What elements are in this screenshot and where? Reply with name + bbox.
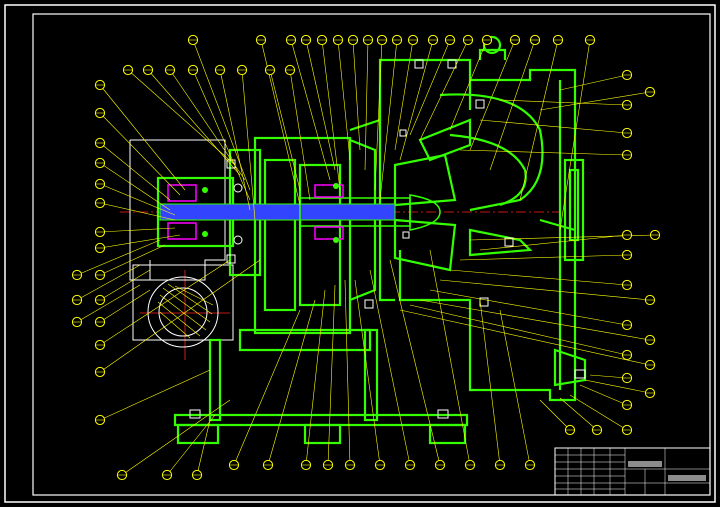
leader-line [76,284,141,323]
bearing-balls [202,183,339,245]
leader-line [389,259,441,466]
sheet-border-inner [32,13,711,496]
leader-line [569,394,628,431]
leader-line [327,284,336,466]
leader-line [305,289,326,466]
leader-line [419,39,469,141]
leader-line [260,39,301,206]
leader-line [399,309,651,366]
leader-line [429,289,628,326]
leader-line [99,84,186,191]
leader-line [479,299,501,466]
leader-line [469,39,516,151]
leader-line [99,227,176,233]
leader-line [99,142,171,201]
leader-line [99,289,151,323]
leader-line [337,39,351,161]
leader-line [499,309,531,466]
leader-line [99,244,166,276]
motor-housing [129,139,234,348]
leader-line [166,414,216,476]
leader-line [559,397,598,431]
leader-line [321,39,341,191]
leader-line [379,39,398,201]
leader-line [589,374,628,379]
leader-line [290,39,331,181]
leader-line [419,299,651,341]
leader-line [479,119,628,134]
leader-line [76,239,161,276]
leader-line [539,91,651,111]
leader-line [352,39,361,151]
leader-line [369,269,411,466]
leader-line [289,69,311,201]
leader-line [399,39,434,161]
leader-line [99,234,181,249]
sheet-border-outer [4,4,716,503]
leader-line [99,369,211,421]
leader-line [374,39,383,191]
leader-line [449,39,488,131]
leader-line [269,69,301,191]
leader-line [305,39,336,171]
leader-line [354,279,381,466]
leader-line [196,419,211,476]
leader-line [121,399,231,476]
leader-line [169,69,246,181]
pump-shaft [159,194,441,231]
leader-line [459,254,628,261]
leader-line [364,39,369,171]
fasteners [189,59,586,419]
leader-line [559,39,591,231]
leader-line [409,39,451,136]
leader-line [147,69,241,176]
leader-line [241,69,256,221]
title-block [554,447,711,496]
part-balloons [71,34,661,481]
leader-line [479,234,628,251]
leader-line [99,259,231,346]
leader-line [233,309,301,466]
leader-line [539,399,571,431]
pump-body [156,35,587,445]
leader-line [99,202,176,221]
leader-line [584,379,651,394]
leader-line [559,74,628,91]
leader-line [459,149,628,156]
leader-line [499,99,628,106]
leader-line [99,162,171,211]
leader-line [219,69,251,211]
leader-line [99,259,261,373]
leader-line [579,384,628,406]
leader-line [267,299,316,466]
leader-line [439,279,651,301]
leader-line [192,69,251,201]
leader-line [99,269,151,301]
leader-line [344,279,351,466]
leader-line [76,264,141,301]
leader-line [99,183,176,216]
leader-line [99,112,181,196]
leader-line [409,304,628,356]
leader-lines [76,39,656,476]
leader-line [519,39,559,201]
leader-line [429,249,471,466]
leader-line [192,39,251,191]
leader-line [449,269,628,286]
bearings [167,184,344,240]
leader-line [394,39,414,151]
motor-hatching [157,283,214,339]
leader-line [489,39,536,171]
